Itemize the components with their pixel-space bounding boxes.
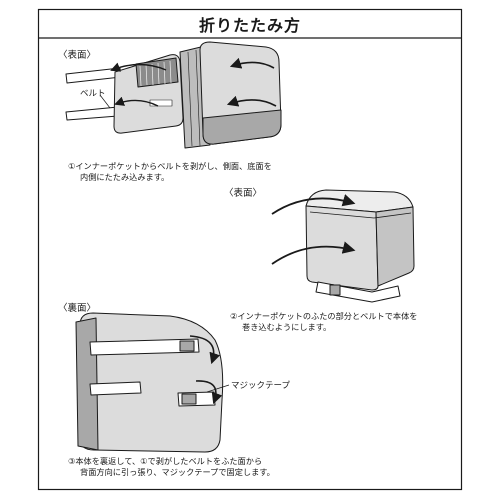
belt-label: ベルト [80, 89, 106, 99]
tape-patch-lower [181, 393, 197, 405]
step2-caption-line1: ②インナーポケットのふたの部分とベルトで本体を [230, 311, 418, 321]
step2-illustration [271, 189, 415, 303]
mesh-pocket [135, 57, 179, 88]
step3-side-label: 〈裏面〉 [58, 303, 97, 314]
belt-label-leader [99, 94, 111, 109]
roll-arrow-upper [271, 194, 356, 215]
step2-caption-line2: 巻き込むようにします。 [242, 322, 332, 332]
pull-arrow-lower [195, 380, 223, 405]
page-title: 折りたたみ方 [198, 16, 301, 35]
bag-lid-top [305, 189, 414, 213]
fold-arrow-lower-right [226, 95, 277, 107]
bag-back-body [79, 312, 224, 453]
pull-arrow-upper [189, 335, 221, 365]
step2-side-label: 〈表面〉 [224, 188, 263, 199]
back-belt-top [89, 338, 200, 356]
belt-bottom [65, 106, 119, 121]
step1-illustration [65, 41, 282, 149]
fold-arrow-upper-left [110, 62, 167, 72]
tape-label-leader [206, 384, 230, 393]
back-belt-bottom [89, 381, 142, 396]
step3-illustration [75, 312, 230, 453]
bag-lid-edge [309, 211, 412, 219]
belt-buckle [329, 284, 341, 296]
bag-bottom-shadow [202, 109, 282, 145]
magic-tape-label: マジックテープ [231, 381, 290, 391]
middle-panel-stripes [187, 49, 201, 147]
bag-side-face [375, 206, 415, 287]
step1-side-label: 〈表面〉 [58, 50, 97, 61]
inner-panel-label [149, 99, 173, 107]
roll-arrow-lower [271, 241, 356, 265]
tape-patch-upper [179, 340, 195, 352]
step3-caption-line2: 背面方向に引っ張り、マジックテープで固定します。 [80, 467, 275, 477]
outer-frame [37, 8, 463, 491]
step1-caption-line2: 内側にたたみ込みます。 [80, 172, 170, 182]
step3-caption-line1: ③本体を裏返して、①で剥がしたベルトをふた面から [68, 456, 263, 466]
step1-caption-line1: ①インナーポケットからベルトを剥がし、側面、底面を [68, 161, 272, 171]
fold-arrow-upper-right [229, 57, 275, 69]
fold-arrow-lower-left [114, 96, 159, 107]
